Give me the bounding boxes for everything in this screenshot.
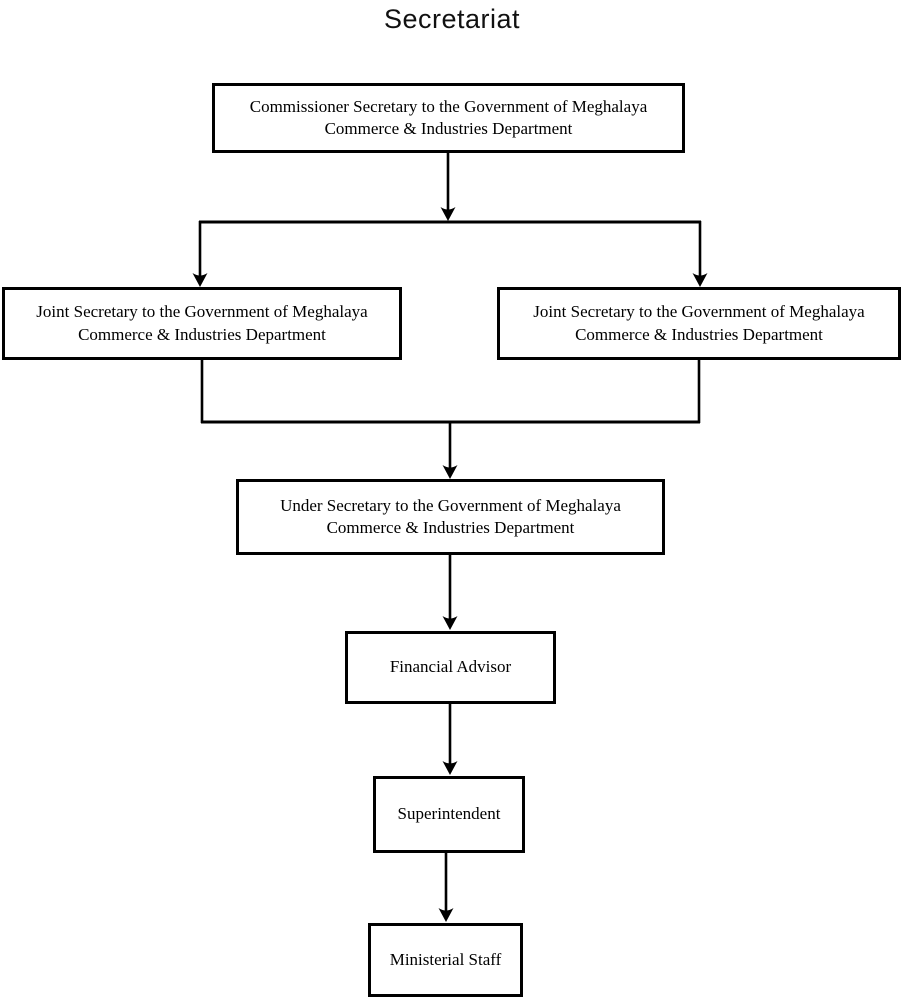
arrow-down-icon (692, 273, 708, 287)
node-label-line: Commissioner Secretary to the Government… (249, 96, 648, 116)
arrow-down-icon (442, 761, 458, 775)
arrow-down-icon (438, 908, 454, 922)
arrow-down-icon (442, 465, 458, 479)
node-label-line: Financial Advisor (389, 657, 512, 677)
node-label-line: Commerce & Industries Department (78, 324, 326, 344)
arrow-down-icon (192, 273, 208, 287)
node-under-secretary: Under Secretary to the Government of Meg… (236, 479, 665, 555)
node-joint-secretary-2: Joint Secretary to the Government of Meg… (497, 287, 901, 360)
arrow-down-icon (440, 207, 456, 221)
node-financial-advisor: Financial Advisor (345, 631, 556, 704)
node-label-line: Commerce & Industries Department (575, 324, 823, 344)
node-superintendent: Superintendent (373, 776, 525, 853)
node-ministerial-staff: Ministerial Staff (368, 923, 523, 997)
node-label-line: Superintendent (397, 804, 501, 824)
node-label-line: Commerce & Industries Department (324, 119, 573, 138)
node-label-line: Joint Secretary to the Government of Meg… (36, 302, 368, 322)
node-label-line: Ministerial Staff (389, 949, 502, 969)
node-label-line: Commerce & Industries Department (326, 518, 575, 537)
node-commissioner-secretary: Commissioner Secretary to the Government… (212, 83, 685, 153)
node-label-line: Under Secretary to the Government of Meg… (280, 495, 621, 515)
node-joint-secretary-1: Joint Secretary to the Government of Meg… (2, 287, 402, 360)
arrow-down-icon (442, 616, 458, 630)
node-label-line: Joint Secretary to the Government of Meg… (533, 302, 865, 322)
page-title: Secretariat (383, 4, 521, 34)
